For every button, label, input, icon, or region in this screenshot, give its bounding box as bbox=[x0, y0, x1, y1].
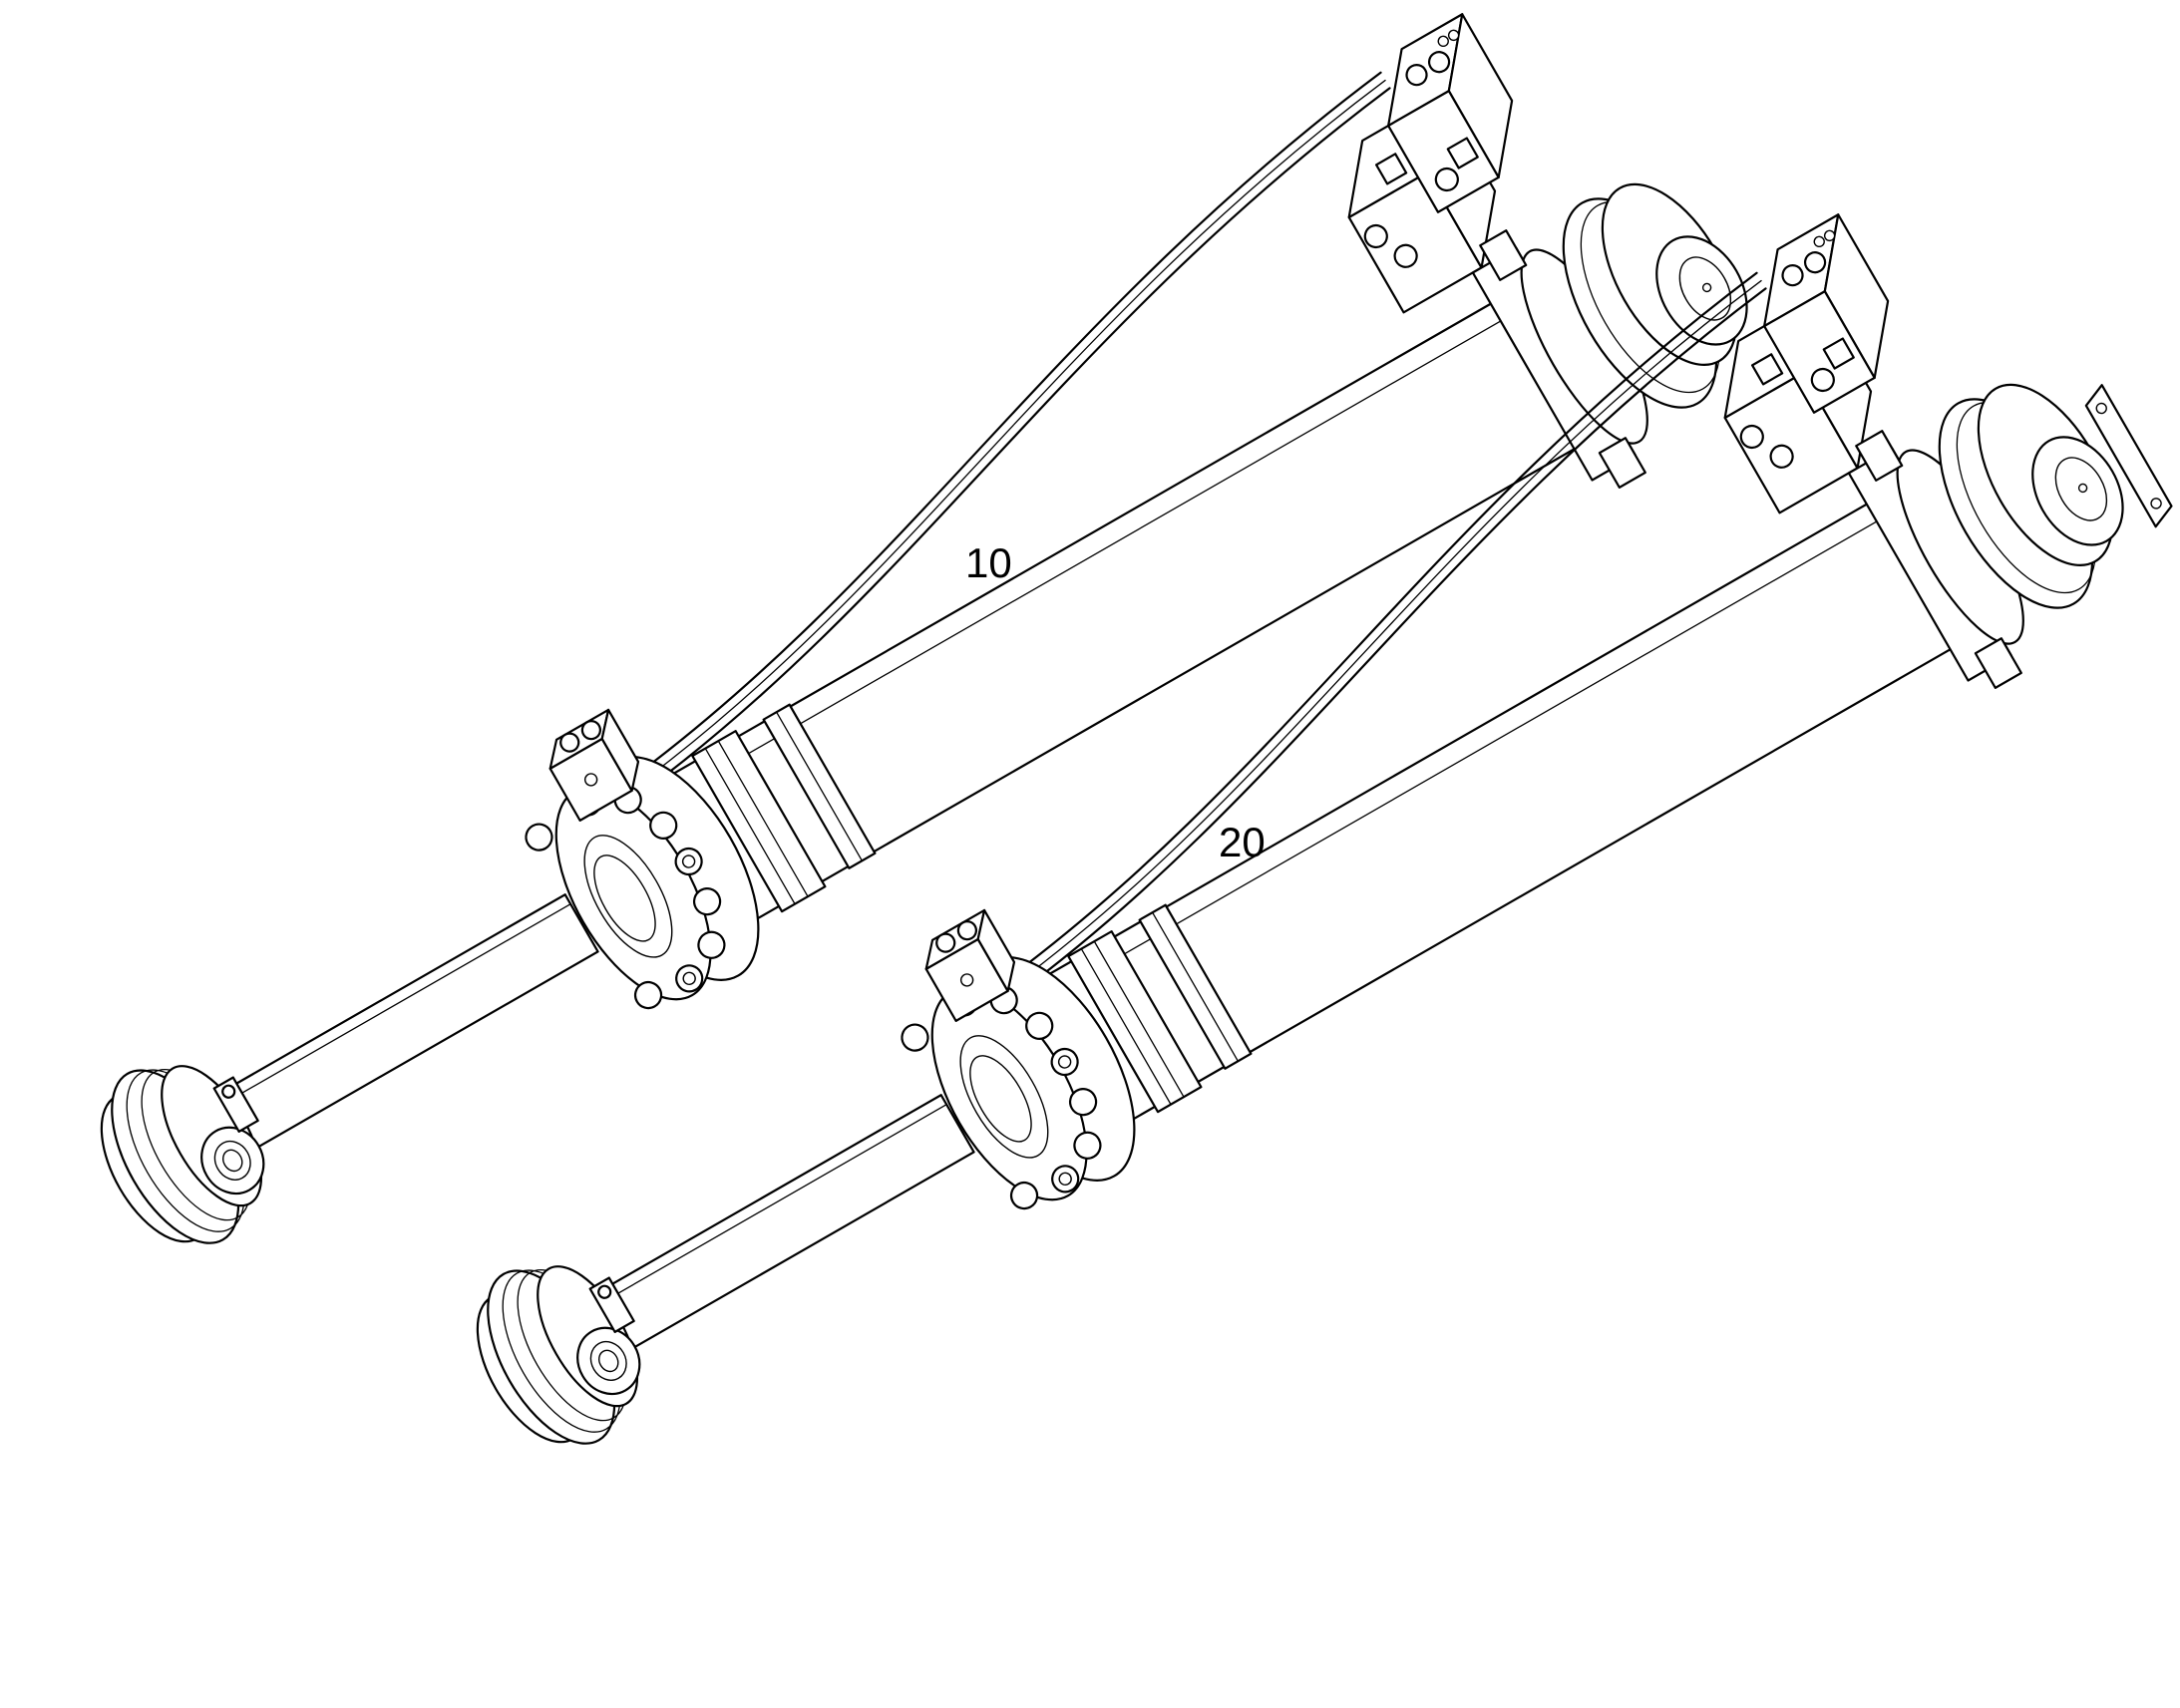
callout-10: 10 bbox=[965, 539, 1012, 586]
cylinder-10 bbox=[0, 0, 1802, 1311]
callout-20: 20 bbox=[1219, 819, 1266, 865]
cylinder-20 bbox=[320, 159, 2178, 1512]
